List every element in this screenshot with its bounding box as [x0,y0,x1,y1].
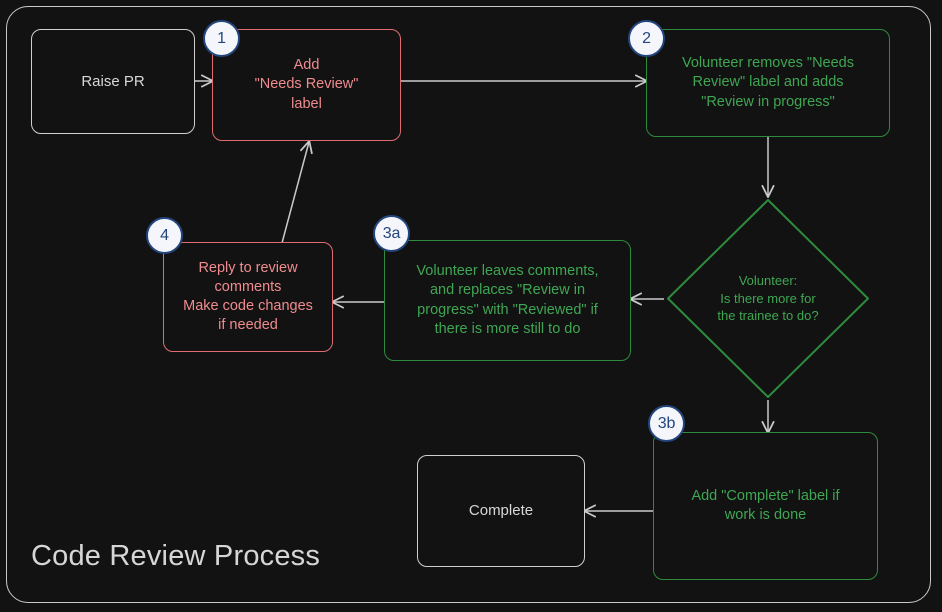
node-volunteer-removes[interactable]: Volunteer removes "Needs Review" label a… [646,29,890,137]
node-volunteer-removes-label: Volunteer removes "Needs Review" label a… [682,55,854,110]
node-decision-more-work-label: Volunteer: Is there more for the trainee… [717,273,819,324]
node-reply-to-review-label: Reply to review comments Make code chang… [183,259,313,334]
step-badge-3b-text: 3b [657,414,676,432]
step-badge-1: 1 [203,20,240,57]
step-badge-3b: 3b [648,405,685,442]
diamond-shape [667,199,869,398]
node-add-complete-label-label: Add "Complete" label if work is done [691,487,840,523]
node-complete-label: Complete [468,502,534,520]
node-add-needs-review-label: Add "Needs Review" label [254,57,359,112]
node-reply-to-review[interactable]: Reply to review comments Make code chang… [163,242,333,352]
step-badge-2: 2 [628,20,665,57]
node-complete[interactable]: Complete [417,455,585,567]
node-decision-more-work[interactable]: Volunteer: Is there more for the trainee… [664,196,872,401]
step-badge-3a: 3a [373,215,410,252]
node-volunteer-leaves-comments-label: Volunteer leaves comments, and replaces … [416,263,599,337]
node-add-needs-review[interactable]: Add "Needs Review" label [212,29,401,141]
diagram-title: Code Review Process [31,540,321,572]
step-badge-4-text: 4 [160,226,169,244]
step-badge-2-text: 2 [642,29,651,47]
node-add-complete-label[interactable]: Add "Complete" label if work is done [653,432,878,580]
node-raise-pr-label: Raise PR [81,72,145,90]
node-volunteer-leaves-comments[interactable]: Volunteer leaves comments, and replaces … [384,240,631,361]
node-raise-pr[interactable]: Raise PR [31,29,195,134]
step-badge-4: 4 [146,217,183,254]
step-badge-3a-text: 3a [382,224,401,242]
step-badge-1-text: 1 [217,29,226,47]
